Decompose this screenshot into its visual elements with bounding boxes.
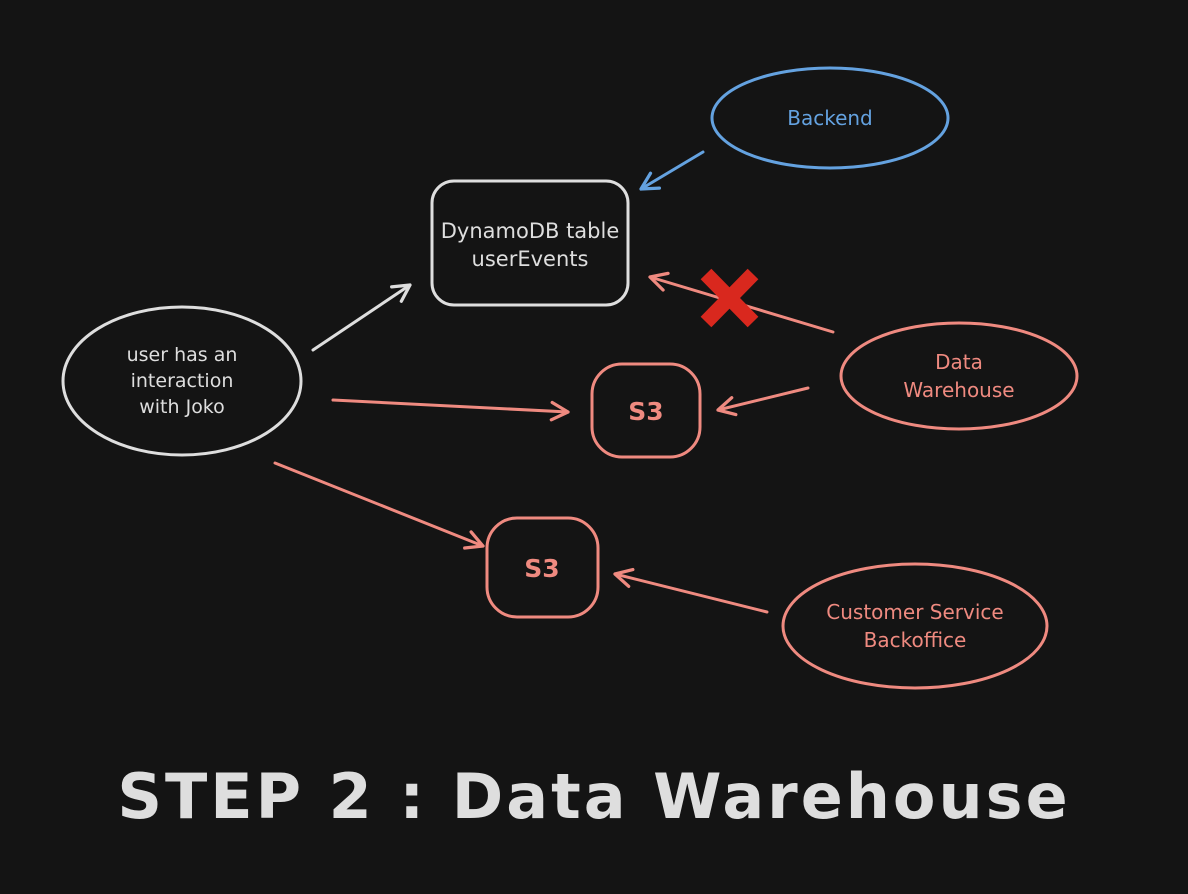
s3-upper-label: S3 <box>628 397 663 426</box>
backend-label: Backend <box>787 106 873 130</box>
node-user-interaction: user has an interaction with Joko <box>61 305 303 457</box>
edge-backend-to-dynamodb <box>639 150 705 191</box>
edge-user-to-s3-upper <box>331 398 570 422</box>
s3-lower-label: S3 <box>524 554 559 583</box>
node-dynamodb-table: DynamoDB table userEvents <box>430 179 630 307</box>
node-s3-lower: S3 <box>485 516 600 619</box>
user-interaction-label-line2: interaction <box>131 370 234 392</box>
node-data-warehouse: Data Warehouse <box>839 321 1079 431</box>
node-customer-service-backoffice: Customer Service Backoffice <box>781 562 1049 690</box>
customer-service-label-line1: Customer Service <box>826 600 1003 624</box>
dynamodb-label-line1: DynamoDB table <box>441 219 620 243</box>
user-interaction-label-line1: user has an <box>127 344 238 366</box>
backend-ellipse <box>710 66 950 170</box>
edge-datawarehouse-to-s3-upper <box>716 386 810 417</box>
customer-service-ellipse <box>781 562 1049 690</box>
edge-user-to-dynamodb <box>311 283 412 352</box>
data-warehouse-ellipse <box>839 321 1079 431</box>
edge-user-to-s3-lower <box>273 461 485 550</box>
x-stroke-2 <box>700 268 759 328</box>
data-warehouse-label-line1: Data <box>935 350 983 374</box>
node-backend: Backend <box>710 66 950 170</box>
user-interaction-label-line3: with Joko <box>139 396 225 418</box>
dynamodb-label-line2: userEvents <box>472 247 589 271</box>
diagram-title: STEP 2 : Data Warehouse <box>117 760 1070 833</box>
edge-customerservice-to-s3-lower <box>613 567 769 614</box>
dynamodb-rect <box>430 179 630 307</box>
s3-upper-rect <box>590 362 702 459</box>
s3-lower-rect <box>485 516 600 619</box>
customer-service-label-line2: Backoffice <box>864 628 967 652</box>
user-interaction-ellipse <box>61 305 303 457</box>
cross-out-x-icon <box>700 268 759 328</box>
data-warehouse-label-line2: Warehouse <box>903 378 1014 402</box>
node-s3-upper: S3 <box>590 362 702 459</box>
